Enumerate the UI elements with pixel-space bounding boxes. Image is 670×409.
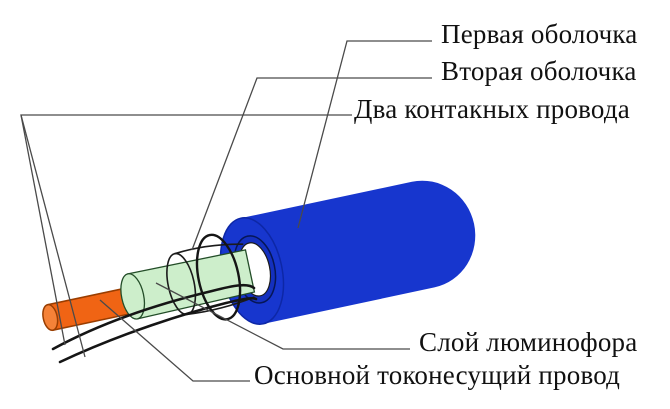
second-sheath-top-edge	[174, 243, 244, 255]
leader-first-sheath	[297, 40, 432, 229]
label-contact-wires: Два контакных провода	[354, 94, 630, 124]
outer-sheath-body	[240, 180, 476, 324]
label-first-sheath: Первая оболочка	[441, 19, 638, 49]
phosphor-core-cap	[120, 273, 146, 320]
contact-wire-lower	[58, 296, 258, 364]
copper-wire	[46, 287, 132, 332]
label-main-wire: Основной токонесущий провод	[254, 360, 621, 390]
cable-assembly	[42, 180, 476, 332]
leader-main-wire	[99, 299, 250, 382]
label-phosphor-layer: Слой люминофора	[419, 327, 638, 357]
label-second-sheath: Вторая оболочка	[441, 56, 637, 86]
contact-wire-upper	[51, 283, 256, 351]
contact-wire-loop	[195, 233, 242, 321]
leader-contact-wires-b	[20, 114, 86, 358]
leader-phosphor-layer	[155, 282, 410, 350]
copper-wire-cap	[42, 303, 59, 332]
leader-second-sheath	[191, 77, 432, 251]
